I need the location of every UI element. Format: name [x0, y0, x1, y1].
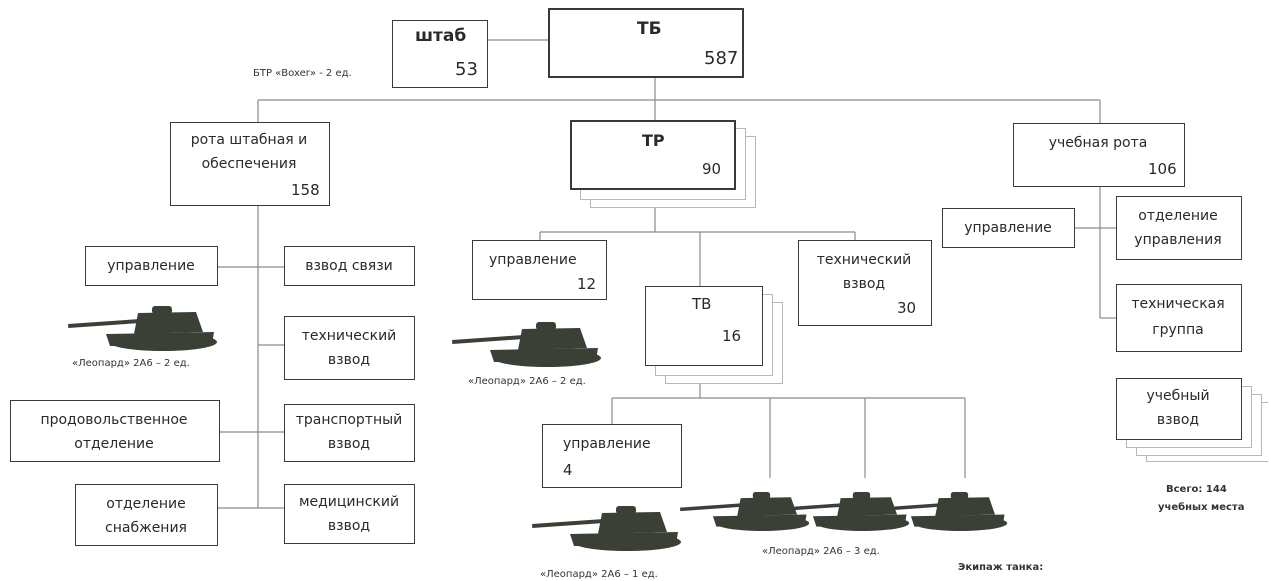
tank-company-number: 90 [702, 160, 722, 178]
technical-group-box: техническая группа [1116, 284, 1242, 352]
food-section-box: продовольственное отделение [10, 400, 220, 462]
training-management-box: управление [942, 208, 1075, 248]
medical-platoon-label-1: медицинский [298, 494, 400, 510]
signal-platoon-label: взвод связи [305, 258, 393, 274]
training-company-box: учебная рота 106 [1013, 123, 1185, 187]
tr-technical-platoon-label-1: технический [816, 252, 912, 268]
hq-support-company-label-1: рота штабная и [190, 132, 308, 148]
tank-platoon-number: 16 [722, 327, 742, 345]
tank-company-box: ТР 90 [570, 120, 736, 190]
hq-vehicle-note: БТР «Boxer» - 2 ед. [253, 68, 352, 79]
tr-technical-platoon-number: 30 [897, 299, 917, 317]
tank-icon [68, 306, 217, 351]
technical-group-label-2: группа [1152, 322, 1204, 338]
tb-box: ТБ 587 [548, 8, 744, 78]
hq-support-company-number: 158 [291, 181, 320, 199]
hq-label: штаб [415, 26, 467, 46]
tank-icon [452, 322, 601, 367]
control-section-label-2: управления [1134, 232, 1222, 248]
tr-management-tank-caption: «Леопард» 2А6 – 2 ед. [468, 376, 586, 387]
food-section-label-2: отделение [74, 436, 154, 452]
supply-section-label-1: отделение [106, 496, 186, 512]
training-platoon-label-1: учебный [1146, 388, 1210, 404]
hq-technical-platoon-label-1: технический [301, 328, 397, 344]
hq-tank-caption: «Леопард» 2А6 – 2 ед. [72, 358, 190, 369]
tr-technical-platoon-label-2: взвод [842, 276, 886, 292]
tv-tanks-caption: «Леопард» 2А6 – 3 ед. [762, 546, 880, 557]
training-company-number: 106 [1148, 160, 1177, 178]
transport-platoon-label-2: взвод [327, 436, 371, 452]
tr-management-box: управление 12 [472, 240, 607, 300]
food-section-label-1: продовольственное [40, 412, 188, 428]
training-platoon-box: учебный взвод [1116, 378, 1242, 440]
training-platoon-label-2: взвод [1156, 412, 1200, 428]
hq-technical-platoon-label-2: взвод [327, 352, 371, 368]
tank-platoon-label: ТВ [692, 295, 712, 313]
tank-icon [680, 492, 810, 531]
tank-icon [878, 492, 1008, 531]
tb-number: 587 [704, 48, 739, 69]
hq-management-label: управление [107, 258, 195, 274]
hq-number: 53 [455, 59, 478, 80]
transport-platoon-box: транспортный взвод [284, 404, 415, 462]
technical-group-label-1: техническая [1131, 296, 1225, 312]
hq-box: штаб 53 [392, 20, 488, 88]
supply-section-label-2: снабжения [105, 520, 187, 536]
tv-management-number: 4 [563, 461, 573, 479]
tv-management-label: управление [563, 436, 651, 452]
training-total-line-1: Всего: 144 [1166, 484, 1227, 495]
tank-icon [532, 506, 681, 551]
training-management-label: управление [964, 220, 1052, 236]
supply-section-box: отделение снабжения [75, 484, 218, 546]
tb-label: ТБ [637, 19, 662, 39]
hq-technical-platoon-box: технический взвод [284, 316, 415, 380]
control-section-box: отделение управления [1116, 196, 1242, 260]
tr-management-label: управление [489, 252, 577, 268]
control-section-label-1: отделение [1138, 208, 1218, 224]
medical-platoon-label-2: взвод [327, 518, 371, 534]
transport-platoon-label-1: транспортный [295, 412, 403, 428]
tank-company-label: ТР [642, 131, 665, 150]
hq-support-company-box: рота штабная и обеспечения 158 [170, 122, 330, 206]
training-company-label: учебная рота [1048, 135, 1148, 151]
hq-support-company-label-2: обеспечения [201, 156, 297, 172]
tank-icon [780, 492, 910, 531]
tr-technical-platoon-box: технический взвод 30 [798, 240, 932, 326]
tv-management-tank-caption: «Леопард» 2А6 – 1 ед. [540, 569, 658, 580]
tank-platoon-box: ТВ 16 [645, 286, 763, 366]
training-total-line-2: учебных места [1158, 502, 1245, 513]
hq-management-box: управление [85, 246, 218, 286]
signal-platoon-box: взвод связи [284, 246, 415, 286]
medical-platoon-box: медицинский взвод [284, 484, 415, 544]
tr-management-number: 12 [577, 275, 597, 293]
crew-note: Экипаж танка: [958, 562, 1044, 573]
tv-management-box: управление 4 [542, 424, 682, 488]
